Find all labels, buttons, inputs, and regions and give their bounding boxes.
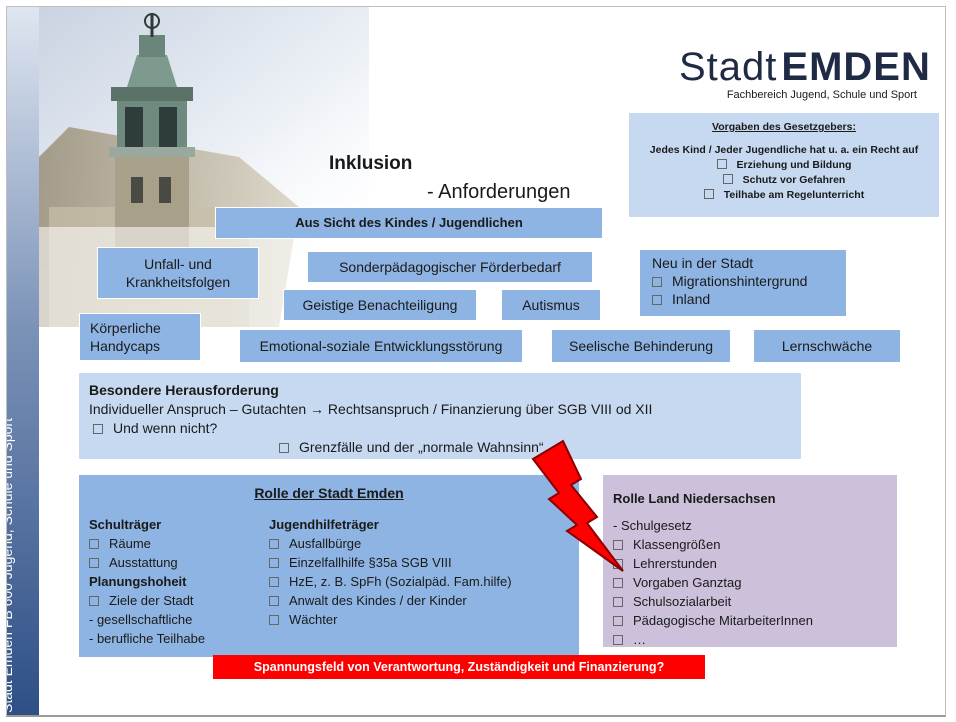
bullet-icon	[613, 597, 623, 607]
legal-heading: Vorgaben des Gesetzgebers:	[712, 121, 856, 133]
sidebar-strip: Stadt Emden FB 600 Jugend, Schule und Sp…	[7, 7, 39, 715]
bullet-icon	[613, 616, 623, 626]
bullet-icon	[613, 635, 623, 645]
box-sonderpaedagogisch: Sonderpädagogischer Förderbedarf	[307, 251, 593, 283]
bullet-icon	[269, 596, 279, 606]
slide: Stadt Emden FB 600 Jugend, Schule und Sp…	[6, 6, 946, 717]
rolle-stadt-emden-box: Rolle der Stadt Emden Schulträger Räume …	[79, 475, 579, 657]
kind-heading: Aus Sicht des Kindes / Jugendlichen	[295, 215, 523, 230]
bullet-icon	[269, 615, 279, 625]
bullet-icon	[722, 174, 733, 184]
bullet-icon	[89, 539, 99, 549]
legal-item: Erziehung und Bildung	[736, 159, 852, 171]
spannungsfeld-banner: Spannungsfeld von Verantwortung, Zuständ…	[213, 655, 705, 679]
besondere-line1: Individueller Anspruch – Gutachten → Rec…	[89, 401, 653, 417]
schultraeger-column: Schulträger Räume Ausstattung Planungsho…	[89, 517, 206, 646]
besondere-line2: Und wenn nicht?	[113, 420, 218, 436]
box-koerperlich: Körperliche Handycaps	[79, 313, 201, 361]
besondere-line3: Grenzfälle und der „normale Wahnsinn“	[299, 439, 544, 455]
neu-title: Neu in der Stadt	[652, 255, 754, 271]
box-autismus: Autismus	[501, 289, 601, 321]
bullet-icon	[703, 189, 714, 199]
bullet-icon	[652, 295, 662, 305]
box-geistig: Geistige Benachteiligung	[283, 289, 477, 321]
legal-requirements-box: Vorgaben des Gesetzgebers: Jedes Kind / …	[629, 113, 939, 217]
besondere-heading: Besondere Herausforderung	[89, 382, 279, 398]
legal-item: Teilhabe am Regelunterricht	[723, 189, 865, 201]
bullet-icon	[89, 596, 99, 606]
bullet-icon	[716, 159, 727, 169]
bullet-icon	[269, 558, 279, 568]
rolle-emden-heading: Rolle der Stadt Emden	[254, 485, 404, 501]
box-emotional: Emotional-soziale Entwicklungsstörung	[239, 329, 523, 363]
legal-item: Schutz vor Gefahren	[742, 174, 846, 186]
besondere-herausforderung-box: Besondere Herausforderung Individueller …	[79, 373, 801, 459]
bullet-icon	[89, 558, 99, 568]
bullet-icon	[613, 578, 623, 588]
box-neu-in-der-stadt: Neu in der Stadt Migrationshintergrund I…	[639, 249, 847, 317]
jugendhilfetraeger-column: Jugendhilfeträger Ausfallbürge Einzelfal…	[269, 517, 512, 627]
legal-intro: Jedes Kind / Jeder Jugendliche hat u. a.…	[649, 144, 919, 156]
slide-title: Inklusion	[329, 153, 413, 174]
rolle-land-box: Rolle Land Niedersachsen - Schulgesetz K…	[603, 475, 897, 647]
lightning-bolt-icon	[531, 439, 624, 572]
sidebar-text: Stadt Emden FB 600 Jugend, Schule und Sp…	[6, 418, 15, 713]
slide-subtitle: - Anforderungen	[427, 181, 571, 203]
bullet-icon	[93, 424, 103, 434]
bullet-icon	[269, 539, 279, 549]
bullet-icon	[269, 577, 279, 587]
box-seelisch: Seelische Behinderung	[551, 329, 731, 363]
bullet-icon	[652, 277, 662, 287]
bullet-icon	[279, 443, 289, 453]
rolle-land-heading: Rolle Land Niedersachsen	[613, 491, 776, 506]
stadt-emden-logo: Stadt EMDEN	[679, 44, 931, 89]
bullet-icon	[613, 540, 623, 550]
box-unfall: Unfall- und Krankheitsfolgen	[97, 247, 259, 299]
logo-subtitle: Fachbereich Jugend, Schule und Sport	[726, 89, 917, 101]
kind-heading-box: Aus Sicht des Kindes / Jugendlichen	[215, 207, 603, 239]
box-lernschwaeche: Lernschwäche	[753, 329, 901, 363]
